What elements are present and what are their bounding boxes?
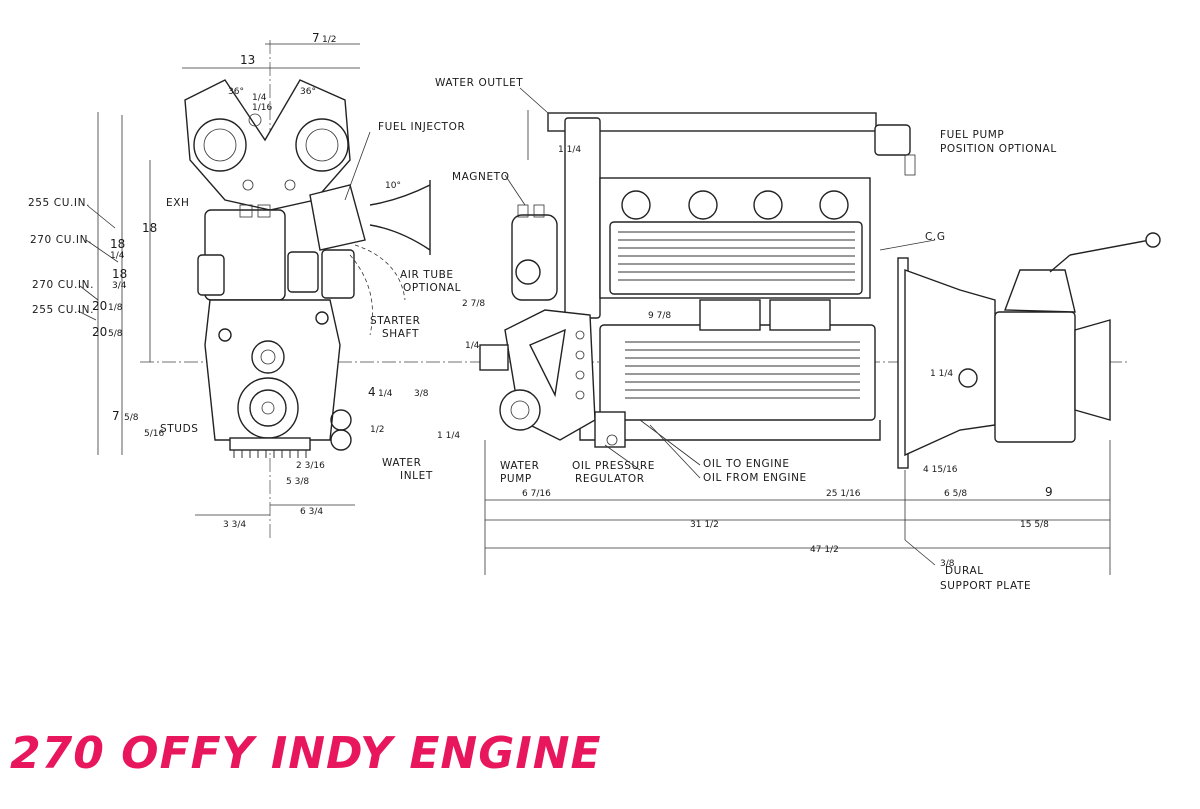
dim-20-1-8-frac: 1/8: [108, 303, 123, 313]
dim-31-1-2: 31 1/2: [690, 520, 719, 530]
dimension-lines: [77, 43, 1111, 575]
part-labels: WATER OUTLET FUEL INJECTOR FUEL PUMP POS…: [28, 77, 1057, 592]
label-water-pump-2: PUMP: [500, 473, 532, 485]
label-255-cu-in-b: 255 CU.IN.: [32, 304, 94, 316]
label-water-outlet: WATER OUTLET: [435, 77, 523, 89]
dim-25-1-16: 25 1/16: [826, 489, 861, 499]
dim-1-4-a: 1/4: [465, 341, 480, 351]
label-fuel-pump: FUEL PUMP: [940, 129, 1004, 141]
dim-6-3-4: 6 3/4: [300, 507, 323, 517]
dim-1-16: 1/16: [252, 103, 272, 113]
dim-6-7-16: 6 7/16: [522, 489, 551, 499]
dim-4-1-4-frac: 1/4: [378, 389, 393, 399]
dim-9-7-8: 9 7/8: [648, 311, 671, 321]
label-regulator: REGULATOR: [575, 473, 645, 485]
dim-3-3-4: 3 3/4: [223, 520, 246, 530]
dim-18-quarter-frac: 1/4: [110, 251, 125, 261]
label-water-pump-1: WATER: [500, 460, 540, 472]
dim-1-1-4-a: 1 1/4: [437, 431, 460, 441]
dim-3-8: 3/8: [940, 559, 955, 569]
label-exh: EXH: [166, 197, 190, 209]
dim-4-1-4: 4: [368, 385, 376, 399]
dim-20-5-8-frac: 5/8: [108, 329, 123, 339]
dim-18-3-4: 18: [112, 267, 127, 281]
dim-2-7-8: 2 7/8: [462, 299, 485, 309]
label-inlet: INLET: [400, 470, 433, 482]
dim-18-quarter: 18: [110, 237, 125, 251]
dim-2-3-16: 2 3/16: [296, 461, 325, 471]
dim-47-1-2: 47 1/2: [810, 545, 839, 555]
label-air-tube: AIR TUBE: [400, 269, 454, 281]
page-title: 270 OFFY INDY ENGINE: [10, 728, 602, 779]
label-water: WATER: [382, 457, 422, 469]
side-view: [470, 112, 1161, 469]
dim-1-1-4-c: 1 1/4: [930, 369, 953, 379]
dim-1-2: 1/2: [370, 425, 384, 435]
label-magneto: MAGNETO: [452, 171, 510, 183]
dim-1-4-b: 1/4: [252, 93, 267, 103]
label-support-plate: SUPPORT PLATE: [940, 580, 1031, 592]
dim-5-16: 5/16: [144, 429, 164, 439]
dimension-values: 13 7 1/2 36° 36° 10° 18 18 1/4 18 3/4 20…: [92, 31, 1053, 569]
label-air-tube-optional: OPTIONAL: [403, 282, 461, 294]
label-starter: STARTER: [370, 315, 421, 327]
label-cg: C.G: [925, 231, 946, 243]
dim-1-1-4-b: 1 1/4: [558, 145, 581, 155]
front-view: [140, 40, 470, 540]
label-fuel-pump-position: POSITION OPTIONAL: [940, 143, 1057, 155]
label-starter-shaft: SHAFT: [382, 328, 419, 340]
dim-9: 9: [1045, 485, 1053, 499]
dim-20-5-8: 20: [92, 325, 107, 339]
dim-20-1-8: 20: [92, 299, 107, 313]
dim-7-half: 7: [312, 31, 320, 45]
label-270-cu-in-b: 270 CU.IN.: [32, 279, 94, 291]
dim-18-3-4-frac: 3/4: [112, 281, 127, 291]
label-studs: STUDS: [160, 423, 199, 435]
dim-13: 13: [240, 53, 255, 67]
dim-5-3-8: 5 3/8: [286, 477, 309, 487]
label-270-cu-in-a: 270 CU.IN.: [30, 234, 92, 246]
dim-7-5-8-frac: 5/8: [124, 413, 139, 423]
dim-6-5-8: 6 5/8: [944, 489, 967, 499]
dim-36-deg-b: 36°: [300, 87, 316, 97]
label-255-cu-in-a: 255 CU.IN.: [28, 197, 90, 209]
label-dural: DURAL: [945, 565, 984, 577]
label-oil-from-engine: OIL FROM ENGINE: [703, 472, 807, 484]
label-fuel-injector: FUEL INJECTOR: [378, 121, 465, 133]
label-oil-to-engine: OIL TO ENGINE: [703, 458, 790, 470]
label-oil-pressure: OIL PRESSURE: [572, 460, 655, 472]
dim-4-15-16: 4 15/16: [923, 465, 958, 475]
dim-7-5-8: 7: [112, 409, 120, 423]
dim-18: 18: [142, 221, 157, 235]
dim-36-deg-a: 36°: [228, 87, 244, 97]
dim-7-half-frac: 1/2: [322, 35, 336, 45]
dim-15-5-8: 15 5/8: [1020, 520, 1049, 530]
dim-10-deg: 10°: [385, 181, 401, 191]
dim-3-8-front: 3/8: [414, 389, 429, 399]
